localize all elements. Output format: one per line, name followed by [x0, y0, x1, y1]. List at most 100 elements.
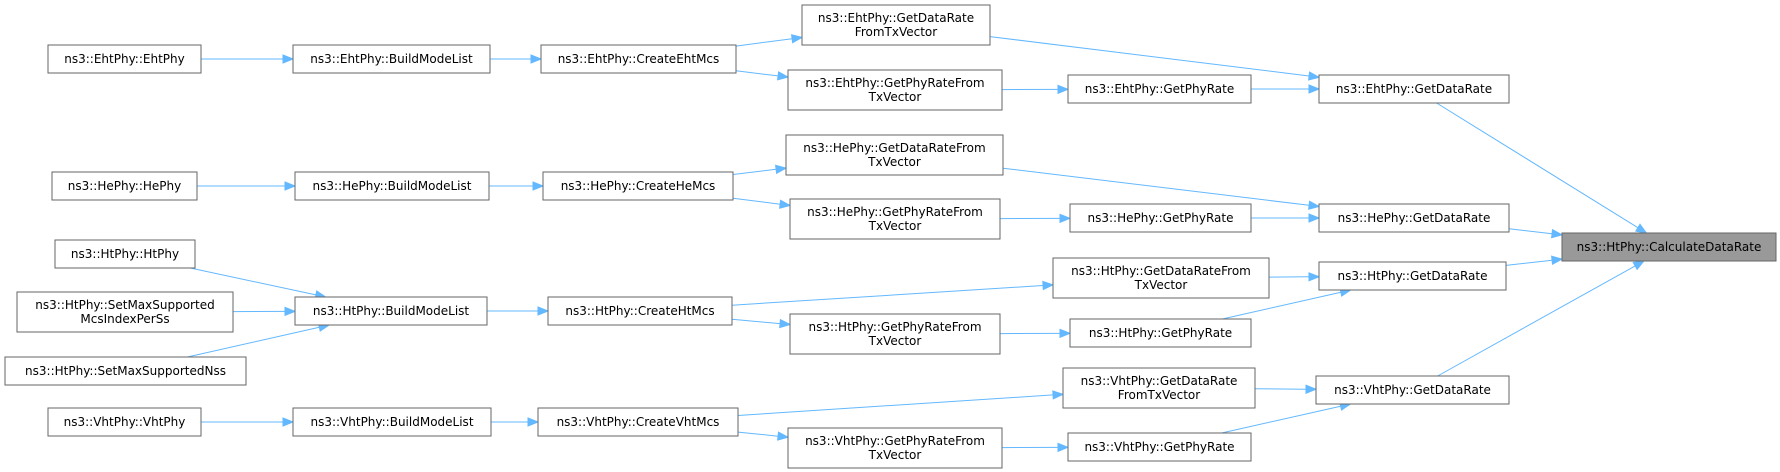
node-box: [292, 407, 492, 437]
edge-arrowhead: [777, 71, 790, 81]
node-box: [801, 4, 991, 46]
edge-line: [1221, 405, 1341, 434]
edge-he_gdr-to-calc: [1508, 228, 1564, 239]
edge-eht_gdrtx-to-eht_gdr: [989, 36, 1321, 81]
node-ht-ctor[interactable]: ns3::HtPhy::HtPhy: [54, 239, 196, 269]
node-he-cm[interactable]: ns3::HePhy::CreateHeMcs: [542, 171, 734, 201]
edge-arrowhead: [530, 54, 543, 64]
node-vht-cm[interactable]: ns3::VhtPhy::CreateVhtMcs: [537, 407, 739, 437]
node-label: ns3::HePhy::BuildModeList: [313, 179, 472, 193]
edge-vht_bml-to-vht_cm: [491, 417, 540, 427]
node-ht-gpr[interactable]: ns3::HtPhy::GetPhyRate: [1069, 318, 1252, 348]
node-box: [789, 313, 1001, 355]
node-label: TxVector: [1134, 278, 1188, 292]
edge-eht_gpr-to-eht_gdr: [1251, 84, 1321, 94]
node-he-gdr[interactable]: ns3::HePhy::GetDataRate: [1318, 203, 1510, 233]
node-box: [785, 134, 1004, 176]
edge-ht_cm-to-ht_gprtx: [731, 318, 792, 329]
node-he-ctor[interactable]: ns3::HePhy::HePhy: [51, 171, 198, 201]
node-vht-bml[interactable]: ns3::VhtPhy::BuildModeList: [292, 407, 492, 437]
edge-arrowhead: [775, 164, 788, 175]
edge-line: [190, 267, 317, 296]
edge-arrowhead: [284, 181, 297, 191]
node-label: ns3::EhtPhy::BuildModeList: [310, 52, 473, 66]
edge-eht_gprtx-to-eht_gpr: [1001, 84, 1070, 95]
edge-line: [737, 394, 1054, 416]
edge-vht_gprtx-to-vht_gpr: [1001, 442, 1070, 453]
edge-vht_ctor-to-vht_bml: [201, 417, 295, 427]
edge-arrowhead: [779, 318, 792, 329]
node-label: ns3::VhtPhy::VhtPhy: [64, 415, 186, 429]
node-label: ns3::VhtPhy::GetPhyRateFrom: [805, 434, 985, 448]
node-label: ns3::HtPhy::GetPhyRateFrom: [808, 320, 981, 334]
node-label: ns3::EhtPhy::GetDataRate: [818, 11, 974, 25]
edge-arrowhead: [1059, 213, 1072, 224]
node-label: ns3::VhtPhy::GetDataRate: [1081, 374, 1238, 388]
node-box: [1318, 203, 1510, 233]
node-box: [789, 198, 1001, 240]
node-ht-smsn[interactable]: ns3::HtPhy::SetMaxSupportedNss: [4, 356, 247, 386]
node-label: ns3::HePhy::HePhy: [68, 179, 182, 193]
edge-line: [1437, 265, 1636, 377]
edge-arrowhead: [284, 306, 297, 317]
edge-arrowhead: [282, 54, 295, 64]
node-eht-gpr[interactable]: ns3::EhtPhy::GetPhyRate: [1067, 74, 1252, 104]
edge-ht_cm-to-ht_gdrtx: [731, 280, 1055, 306]
node-vht-gdr[interactable]: ns3::VhtPhy::GetDataRate: [1315, 375, 1510, 405]
edge-line: [731, 285, 1044, 306]
node-eht-bml[interactable]: ns3::EhtPhy::BuildModeList: [292, 44, 491, 74]
node-eht-cm[interactable]: ns3::EhtPhy::CreateEhtMcs: [540, 44, 737, 74]
node-eht-gdr[interactable]: ns3::EhtPhy::GetDataRate: [1318, 74, 1510, 104]
node-box: [1318, 261, 1507, 291]
node-box: [292, 44, 491, 74]
node-label: ns3::HtPhy::GetPhyRate: [1089, 326, 1232, 340]
node-box: [51, 171, 198, 201]
edge-arrowhead: [1632, 260, 1646, 271]
node-box: [47, 407, 202, 437]
node-vht-gpr[interactable]: ns3::VhtPhy::GetPhyRate: [1067, 432, 1252, 462]
edge-he_bml-to-he_cm: [489, 181, 545, 191]
node-he-bml[interactable]: ns3::HePhy::BuildModeList: [294, 171, 490, 201]
node-box: [16, 291, 234, 333]
edge-ht_smsm-to-ht_bml: [232, 306, 297, 317]
node-label: ns3::HtPhy::SetMaxSupported: [35, 298, 214, 312]
edge-arrowhead: [777, 431, 790, 441]
node-label: FromTxVector: [855, 25, 937, 39]
node-he-gpr[interactable]: ns3::HePhy::GetPhyRate: [1069, 203, 1252, 233]
node-box: [1561, 232, 1777, 262]
node-box: [1052, 257, 1270, 299]
node-ht-cm[interactable]: ns3::HtPhy::CreateHtMcs: [547, 296, 733, 326]
node-label: ns3::HtPhy::HtPhy: [71, 247, 179, 261]
edge-arrowhead: [1308, 84, 1321, 94]
node-ht-bml[interactable]: ns3::HtPhy::BuildModeList: [294, 296, 488, 326]
node-layer: ns3::HtPhy::CalculateDataRate ns3::EhtPhy…: [4, 4, 1777, 469]
node-calc: ns3::HtPhy::CalculateDataRate: [1561, 232, 1777, 262]
edge-ht_gdrtx-to-ht_gdr: [1268, 272, 1321, 282]
node-box: [1062, 367, 1256, 409]
node-box: [1067, 74, 1252, 104]
edge-arrowhead: [1551, 228, 1564, 239]
edge-line: [1508, 228, 1553, 235]
edge-he_gdrtx-to-he_gdr: [1002, 167, 1321, 210]
node-label: ns3::HePhy::GetDataRateFrom: [803, 141, 985, 155]
node-eht-ctor[interactable]: ns3::EhtPhy::EhtPhy: [47, 44, 202, 74]
edge-arrowhead: [1308, 71, 1321, 81]
node-box: [1318, 74, 1510, 104]
edge-line: [1002, 167, 1310, 206]
node-label: ns3::HtPhy::CreateHtMcs: [565, 304, 714, 318]
edge-line: [731, 318, 781, 325]
node-vht-ctor[interactable]: ns3::VhtPhy::VhtPhy: [47, 407, 202, 437]
node-box: [542, 171, 734, 201]
node-ht-gdr[interactable]: ns3::HtPhy::GetDataRate: [1318, 261, 1507, 291]
edge-arrowhead: [282, 417, 295, 427]
